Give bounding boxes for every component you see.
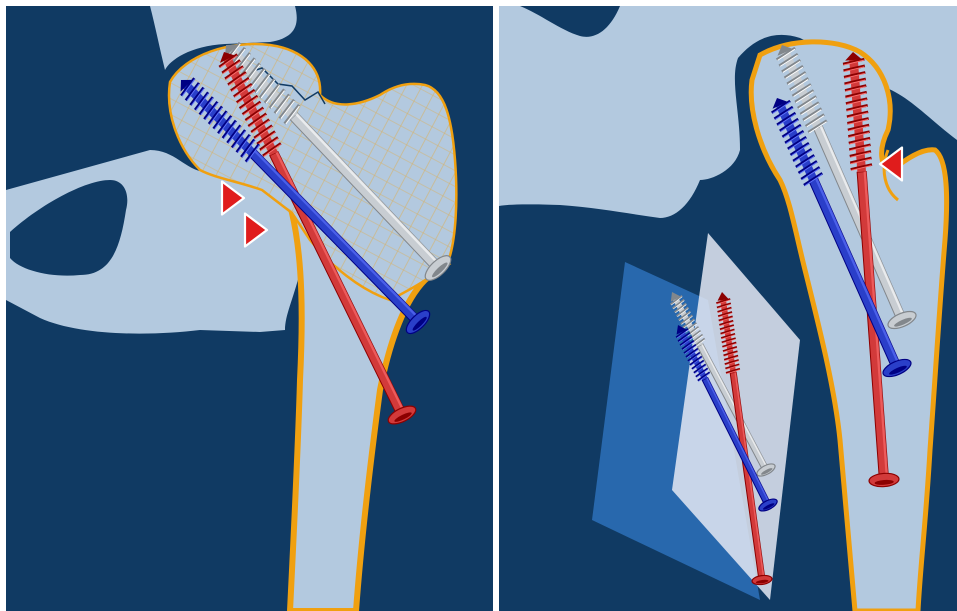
frame-left [0,0,6,611]
panel-divider [493,0,499,611]
frame-top [0,0,957,6]
